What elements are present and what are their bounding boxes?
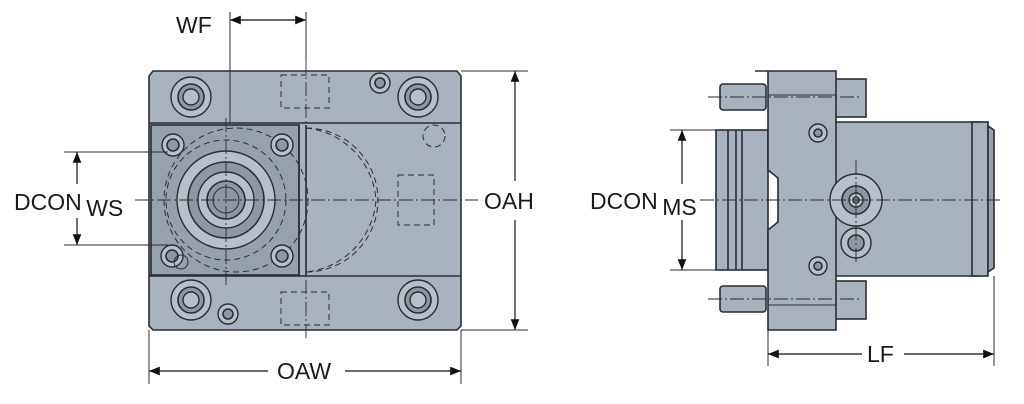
label-oaw: OAW — [277, 358, 331, 384]
label-wf: WF — [176, 12, 212, 38]
pocket-bolts — [160, 133, 294, 270]
label-dcon-ms-main: DCON — [590, 188, 658, 214]
label-dcon-ws-sub: WS — [86, 195, 123, 221]
front-dimensions: WF OAH OAW DCON WS — [14, 12, 534, 384]
front-view — [135, 60, 478, 338]
side-view — [700, 70, 1000, 331]
label-oah: OAH — [484, 188, 534, 214]
side-dimensions: DCON MS LF — [590, 129, 995, 367]
label-dcon-ms-sub: MS — [662, 194, 697, 220]
label-dcon-ws: DCON WS — [14, 189, 123, 221]
label-lf: LF — [867, 341, 894, 367]
label-dcon-ms: DCON MS — [590, 188, 697, 220]
side-face — [971, 121, 989, 277]
mounting-holes — [170, 72, 439, 325]
label-dcon-ws-main: DCON — [14, 189, 82, 215]
